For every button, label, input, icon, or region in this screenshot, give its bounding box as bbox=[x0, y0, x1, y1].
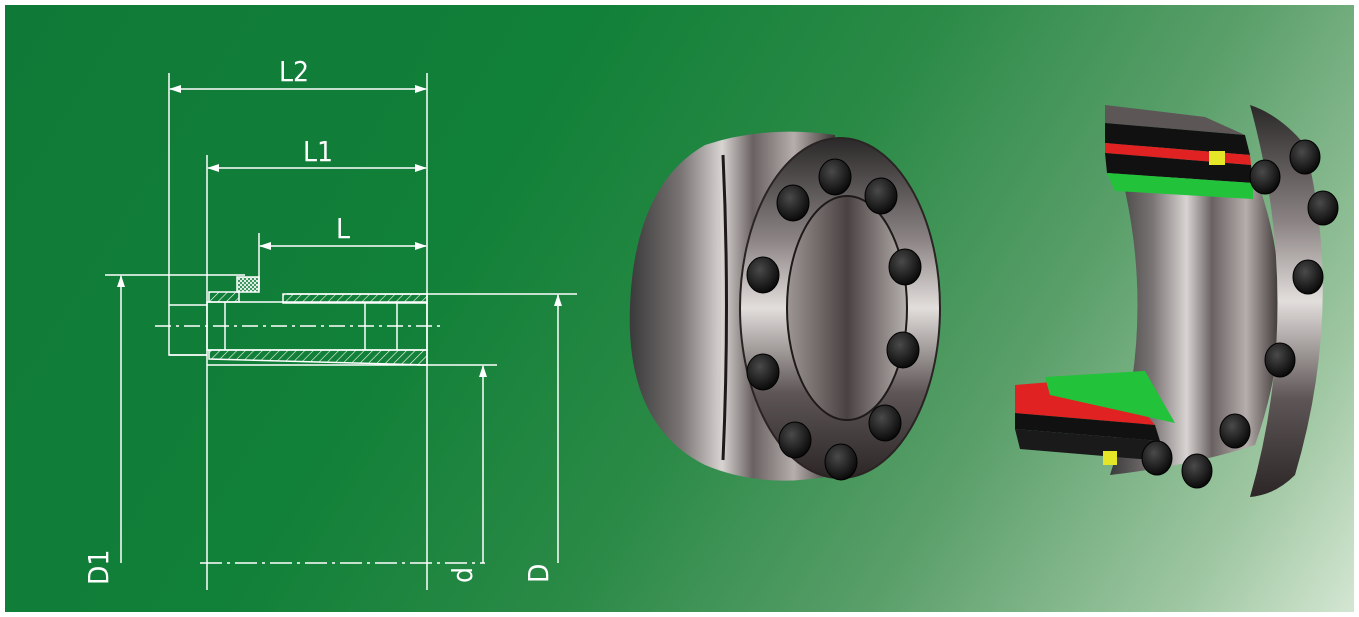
label-l: L bbox=[336, 212, 350, 245]
locking-assembly-render bbox=[629, 131, 941, 481]
label-d-small: d bbox=[446, 567, 479, 583]
cutaway-bolt-heads bbox=[1141, 139, 1339, 489]
technical-drawing bbox=[105, 73, 577, 590]
label-d-large: D bbox=[522, 564, 555, 583]
technical-drawing-canvas: L2 L1 L D1 d D bbox=[82, 55, 1339, 590]
label-l2: L2 bbox=[279, 55, 309, 88]
top-section-layers bbox=[1105, 105, 1253, 199]
bottom-section-layers bbox=[1015, 371, 1175, 465]
cutaway-section-render bbox=[1015, 105, 1339, 497]
section-view bbox=[155, 276, 445, 366]
bolt-heads bbox=[746, 158, 922, 481]
label-d1: D1 bbox=[82, 550, 115, 585]
label-l1: L1 bbox=[303, 135, 333, 168]
diagram-panel: L2 L1 L D1 d D bbox=[5, 5, 1354, 612]
